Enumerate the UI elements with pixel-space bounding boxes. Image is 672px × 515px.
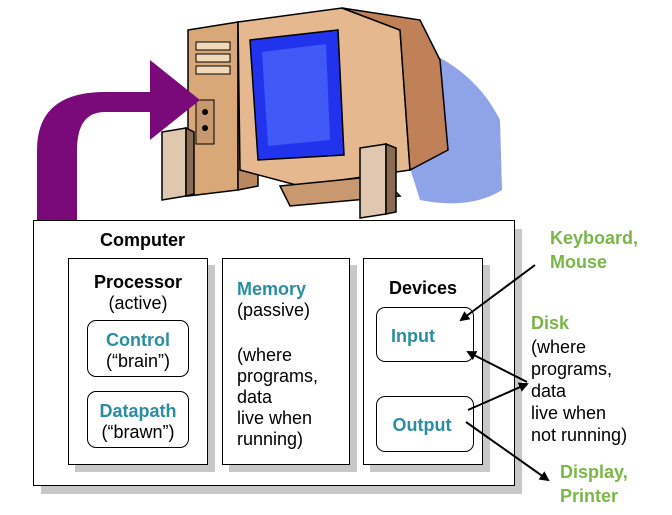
speaker-left-icon bbox=[161, 126, 195, 201]
memory-desc-line: data bbox=[237, 387, 273, 407]
memory-desc-line: live when bbox=[237, 408, 313, 428]
memory-desc-line: programs, bbox=[237, 366, 319, 386]
control-subtitle: (“brain”) bbox=[105, 351, 170, 371]
keyboard-label: Keyboard, bbox=[550, 228, 639, 248]
monitor-icon bbox=[237, 7, 449, 207]
display-label: Display, bbox=[560, 462, 628, 482]
memory-title: Memory bbox=[237, 279, 307, 299]
devices-title: Devices bbox=[388, 278, 458, 298]
disk-desc-line: programs, bbox=[531, 359, 613, 379]
memory-subtitle: (passive) bbox=[237, 300, 311, 320]
printer-label: Printer bbox=[560, 486, 619, 506]
datapath-title: Datapath bbox=[99, 401, 177, 421]
datapath-box bbox=[87, 391, 189, 448]
control-title: Control bbox=[106, 330, 170, 350]
memory-box bbox=[222, 258, 350, 465]
processor-subtitle: (active) bbox=[108, 293, 168, 313]
processor-title: Processor bbox=[93, 272, 183, 292]
disk-desc-line: live when bbox=[531, 403, 607, 423]
disk-desc-line: data bbox=[531, 381, 567, 401]
disk-desc-line: not running) bbox=[531, 425, 628, 445]
speaker-right-icon bbox=[359, 142, 397, 219]
purple-arrow-icon bbox=[37, 60, 200, 245]
input-label: Input bbox=[391, 326, 435, 346]
disk-desc-line: (where bbox=[531, 337, 587, 357]
disk-title: Disk bbox=[531, 313, 570, 333]
memory-desc-line: running) bbox=[237, 429, 304, 449]
output-label: Output bbox=[392, 415, 452, 435]
mouse-label: Mouse bbox=[550, 252, 608, 272]
computer-label: Computer bbox=[100, 230, 185, 250]
datapath-subtitle: (“brawn”) bbox=[101, 422, 175, 442]
memory-desc-line: (where bbox=[237, 345, 293, 365]
input-box bbox=[376, 307, 474, 362]
control-box bbox=[87, 320, 189, 377]
